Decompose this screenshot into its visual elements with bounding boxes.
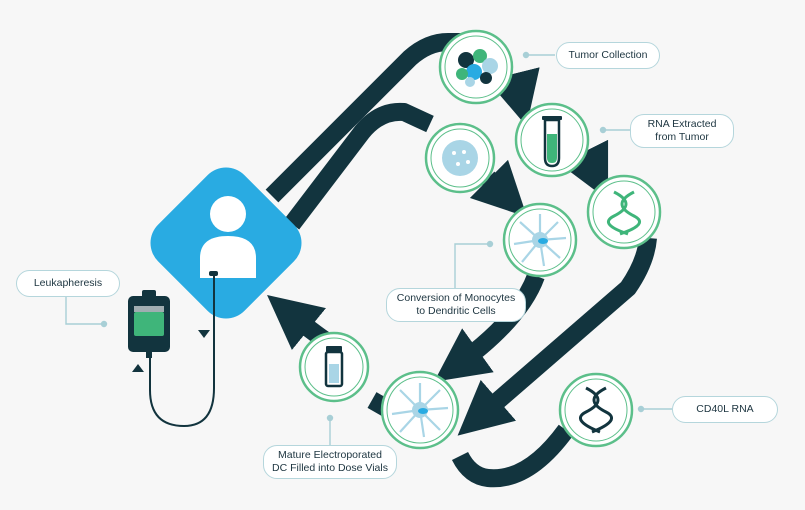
arrow-dna-to-mature bbox=[457, 236, 657, 436]
dendritic-cell-icon bbox=[513, 214, 567, 267]
node-rna-extracted bbox=[514, 102, 590, 178]
dose-vial-icon bbox=[324, 346, 344, 388]
iv-bag-icon bbox=[128, 276, 215, 428]
tumor-cells-icon bbox=[456, 49, 498, 87]
label-text: Mature Electroporated bbox=[278, 449, 382, 461]
dna-icon bbox=[606, 190, 642, 236]
dendritic-cell-icon bbox=[391, 383, 449, 438]
connector-lines bbox=[65, 51, 672, 445]
path-cd40l-loop bbox=[451, 424, 574, 488]
monocyte-icon bbox=[442, 140, 478, 176]
test-tube-icon bbox=[542, 116, 562, 168]
label-leukapheresis: Leukapheresis bbox=[16, 270, 120, 297]
label-text: Conversion of Monocytes bbox=[396, 292, 516, 304]
label-text: to Dendritic Cells bbox=[416, 305, 496, 317]
label-conversion: Conversion of Monocytes to Dendritic Cel… bbox=[386, 288, 526, 322]
node-dose-vial bbox=[298, 331, 370, 403]
label-text: Tumor Collection bbox=[568, 49, 648, 61]
label-tumor-collection: Tumor Collection bbox=[556, 42, 660, 69]
node-tumor-collection bbox=[438, 29, 514, 105]
node-monocyte bbox=[424, 122, 496, 194]
label-text: Leukapheresis bbox=[33, 277, 103, 289]
label-text: CD40L RNA bbox=[696, 403, 754, 415]
path-patient-to-tumor bbox=[265, 33, 462, 203]
label-text: from Tumor bbox=[655, 131, 709, 143]
dna-icon bbox=[578, 386, 614, 434]
node-mature-dendritic-cell bbox=[380, 370, 460, 450]
label-text: DC Filled into Dose Vials bbox=[272, 462, 388, 474]
node-dna bbox=[586, 174, 662, 250]
node-dendritic-cell bbox=[502, 202, 578, 278]
label-cd40l-rna: CD40L RNA bbox=[672, 396, 778, 423]
arrow-monocyte-to-dendritic bbox=[469, 159, 528, 218]
path-patient-to-monocyte bbox=[284, 102, 434, 230]
label-rna-extracted: RNA Extracted from Tumor bbox=[630, 114, 734, 148]
patient-icon bbox=[200, 196, 256, 278]
label-text: RNA Extracted bbox=[647, 118, 717, 130]
patient-tile bbox=[150, 167, 302, 319]
node-cd40l-rna bbox=[558, 372, 634, 448]
label-mature-electroporated: Mature Electroporated DC Filled into Dos… bbox=[263, 445, 397, 479]
